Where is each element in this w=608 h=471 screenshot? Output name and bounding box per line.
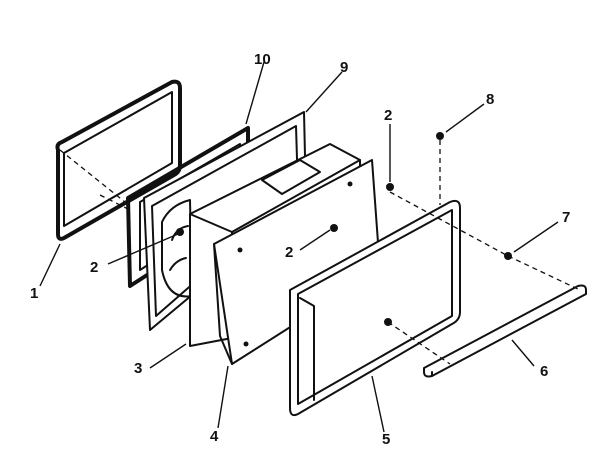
callout-2-left: 2 <box>90 259 98 276</box>
callout-1: 1 <box>30 285 38 302</box>
callout-10: 10 <box>254 51 271 68</box>
callout-8: 8 <box>486 91 494 108</box>
part-1-door-glass <box>55 79 182 241</box>
part-5-outer-door-panel <box>289 199 461 417</box>
callout-2-top: 2 <box>384 107 392 124</box>
leader-lines <box>39 61 559 433</box>
callout-6: 6 <box>540 363 548 380</box>
callout-2-center: 2 <box>285 244 293 261</box>
callout-7: 7 <box>562 209 570 226</box>
callout-3: 3 <box>134 360 142 377</box>
alignment-lines <box>59 140 581 365</box>
callout-5: 5 <box>382 431 390 448</box>
callout-4: 4 <box>210 428 219 445</box>
callout-9: 9 <box>340 59 348 76</box>
part-6-door-handle <box>423 284 587 378</box>
